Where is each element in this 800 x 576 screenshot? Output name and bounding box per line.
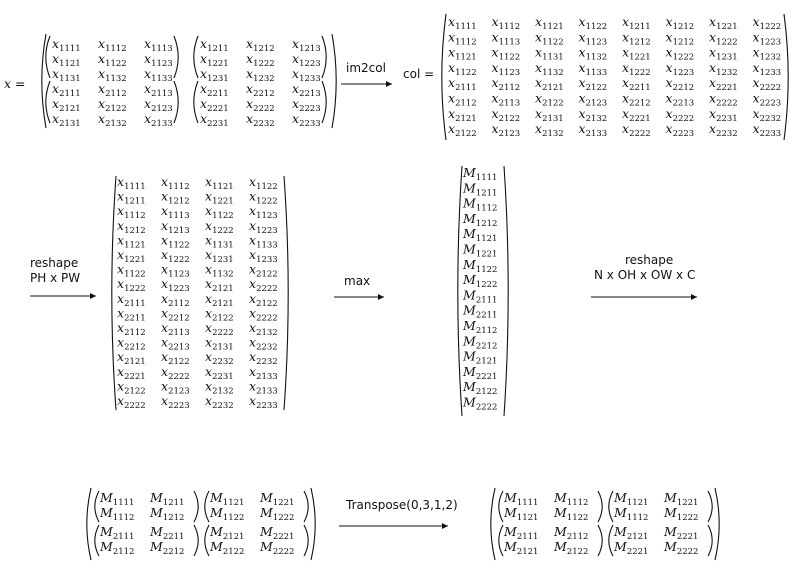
nchw-block-paren-left: [608, 490, 614, 523]
nchw-block-paren-right: [597, 490, 603, 523]
nchw-block-paren-left: [608, 524, 614, 557]
max-arrowhead: [378, 294, 384, 300]
x-block-paren-right: [321, 35, 327, 79]
nhwc-block-paren-left: [204, 490, 210, 523]
reshape1-step-label: reshape: [30, 256, 78, 270]
nhwc-outer-paren-left: [86, 487, 92, 561]
reshape2-step-label: reshape: [625, 253, 673, 267]
x-block-paren-right: [173, 35, 179, 79]
nchw-block-paren-left: [498, 490, 504, 523]
col-equals-label: col =: [403, 67, 434, 81]
nhwc-block-paren-right: [303, 524, 309, 557]
nchw-outer-paren-right: [714, 487, 720, 561]
nchw-block-paren-right: [597, 524, 603, 557]
x-outer-paren-right: [331, 33, 337, 129]
x-block-paren-left: [193, 35, 199, 79]
nchw-outer-paren-left: [490, 487, 496, 561]
reshaped-paren-right: [283, 175, 289, 411]
reshape2-shape-label: N x OH x OW x C: [594, 268, 695, 282]
x-block-paren-left: [193, 80, 199, 124]
x-equals-label: x =: [4, 76, 26, 91]
max-step-label: max: [344, 274, 370, 288]
nhwc-block-paren-left: [204, 524, 210, 557]
reshape2-arrowhead: [691, 294, 697, 300]
nchw-block-paren-right: [707, 524, 713, 557]
nhwc-outer-paren-right: [310, 487, 316, 561]
max-paren-left: [457, 165, 463, 417]
nchw-block-paren-right: [707, 490, 713, 523]
reshape1-arrowhead: [90, 293, 96, 299]
transpose-step-label: Transpose(0,3,1,2): [345, 498, 458, 512]
x-outer-paren-left: [41, 33, 47, 129]
nhwc-block-paren-left: [94, 524, 100, 557]
col-paren-left: [441, 13, 447, 141]
x-block-paren-left: [45, 35, 51, 79]
transpose-arrowhead: [442, 523, 448, 529]
x-block-paren-right: [173, 80, 179, 124]
x-block-paren-left: [45, 80, 51, 124]
nhwc-block-paren-left: [94, 490, 100, 523]
reshape1-shape-label: PH x PW: [30, 271, 80, 285]
nchw-block-paren-left: [498, 524, 504, 557]
col-paren-right: [783, 13, 789, 141]
x-block-paren-right: [321, 80, 327, 124]
nhwc-block-paren-right: [193, 490, 199, 523]
max-paren-right: [503, 165, 509, 417]
im2col-arrowhead: [386, 81, 392, 87]
reshaped-paren-left: [111, 175, 117, 411]
nhwc-block-paren-right: [303, 490, 309, 523]
im2col-step-label: im2col: [346, 61, 386, 75]
nhwc-block-paren-right: [193, 524, 199, 557]
